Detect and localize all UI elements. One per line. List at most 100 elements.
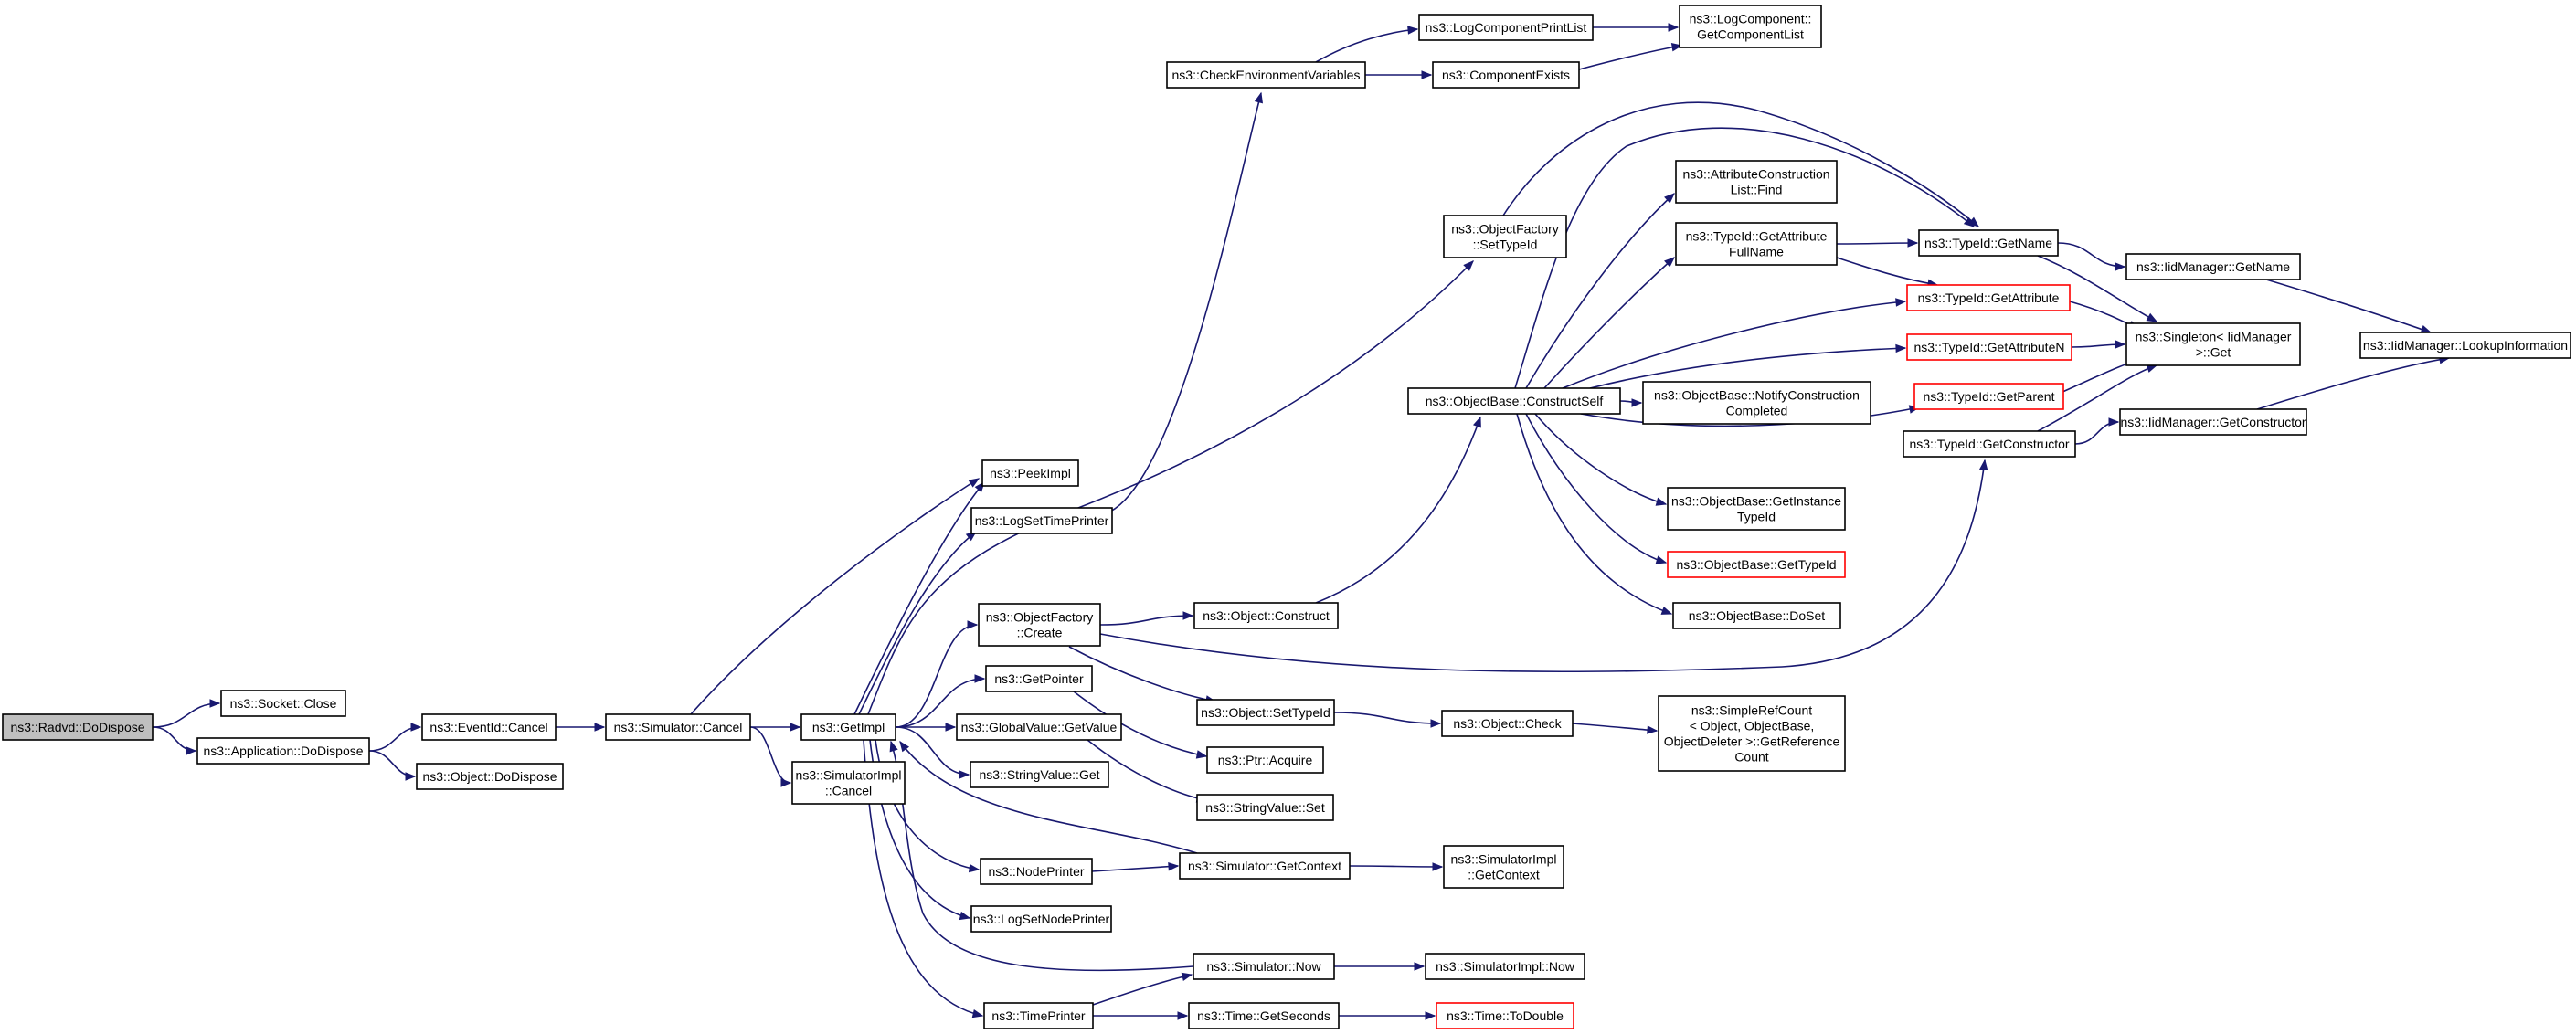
edge-line [1836, 257, 1938, 286]
arrowhead [1254, 91, 1264, 104]
node-objfactory-settypeid[interactable]: ns3::ObjectFactory::SetTypeId [1443, 215, 1567, 258]
node-iidmgr-lookupinfo[interactable]: ns3::IidManager::LookupInformation [2359, 332, 2571, 359]
node-iidmgr-getname[interactable]: ns3::IidManager::GetName [2125, 253, 2301, 280]
node-stringvalue-set[interactable]: ns3::StringValue::Set [1196, 794, 1334, 821]
node-typeid-getname[interactable]: ns3::TypeId::GetName [1918, 229, 2059, 257]
edge-line [368, 726, 421, 752]
node-sim-cancel[interactable]: ns3::Simulator::Cancel [605, 713, 751, 741]
node-object-settypeid[interactable]: ns3::Object::SetTypeId [1196, 699, 1335, 726]
edge-line [2037, 255, 2157, 322]
edge-line [1087, 739, 1207, 801]
node-app-dodispose[interactable]: ns3::Application::DoDispose [196, 737, 370, 765]
node-sim-getcontext[interactable]: ns3::Simulator::GetContext [1179, 852, 1351, 880]
arrowhead [1182, 611, 1194, 620]
node-box [1436, 1002, 1574, 1029]
edge-typeid-getname-to-iidmgr-getname [2057, 242, 2126, 271]
node-time-todouble[interactable]: ns3::Time::ToDouble [1436, 1002, 1574, 1029]
edge-objfactory-create-to-typeid-getconstructor [1099, 459, 1988, 673]
edge-line [2037, 364, 2157, 432]
node-object-dodispose[interactable]: ns3::Object::DoDispose [416, 763, 564, 790]
node-eventid-cancel[interactable]: ns3::EventId::Cancel [421, 713, 557, 741]
node-stringvalue-get[interactable]: ns3::StringValue::Get [970, 761, 1109, 788]
node-label: ns3::Application::DoDispose [203, 744, 363, 758]
edge-objbase-constructself-to-typeid-getattribute [1562, 298, 1907, 389]
edge-line [853, 481, 985, 715]
node-label: ns3::Simulator::Cancel [614, 720, 743, 734]
node-iidmgr-getconstructor[interactable]: ns3::IidManager::GetConstructor [2119, 408, 2307, 436]
node-singleton-get[interactable]: ns3::Singleton< IidManager >::Get [2125, 322, 2301, 366]
arrowhead [1895, 343, 1907, 353]
node-objfactory-create[interactable]: ns3::ObjectFactory::Create [978, 603, 1101, 647]
node-objbase-gettypeid[interactable]: ns3::ObjectBase::GetTypeId [1667, 551, 1846, 578]
node-simimpl-now[interactable]: ns3::SimulatorImpl::Now [1425, 953, 1585, 980]
node-label: Completed [1726, 404, 1788, 418]
node-label: ns3::ComponentExists [1442, 68, 1570, 82]
arrowhead [1407, 26, 1419, 35]
node-label: < Object, ObjectBase, [1690, 719, 1815, 733]
arrowhead [1631, 398, 1643, 407]
arrowhead [1463, 260, 1474, 271]
node-box [970, 905, 1112, 933]
node-logcompprintlist[interactable]: ns3::LogComponentPrintList [1418, 14, 1594, 41]
arrowhead [780, 778, 792, 787]
node-timeprinter[interactable]: ns3::TimePrinter [983, 1002, 1094, 1029]
node-box [980, 858, 1093, 885]
node-time-getseconds[interactable]: ns3::Time::GetSeconds [1188, 1002, 1340, 1029]
edge-line [1578, 45, 1682, 70]
node-logsettimeprinter[interactable]: ns3::LogSetTimePrinter [970, 507, 1113, 534]
node-objbase-constructself[interactable]: ns3::ObjectBase::ConstructSelf [1407, 387, 1621, 415]
node-box [220, 690, 346, 717]
node-object-check[interactable]: ns3::Object::Check [1441, 710, 1574, 737]
node-typeid-getparent[interactable]: ns3::TypeId::GetParent [1913, 383, 2064, 410]
arrowhead [2108, 417, 2120, 427]
node-typeid-getattributen[interactable]: ns3::TypeId::GetAttributeN [1906, 333, 2072, 361]
node-typeid-getconstructor[interactable]: ns3::TypeId::GetConstructor [1903, 430, 2076, 458]
node-label: ns3::ObjectBase::GetTypeId [1676, 557, 1836, 572]
node-nodeprinter[interactable]: ns3::NodePrinter [980, 858, 1093, 885]
node-sim-now[interactable]: ns3::Simulator::Now [1193, 953, 1335, 980]
node-socket-close[interactable]: ns3::Socket::Close [220, 690, 346, 717]
arrowhead [1421, 70, 1433, 79]
edge-line [368, 750, 416, 777]
node-label: ns3::ObjectBase::DoSet [1689, 608, 1826, 623]
node-box [1196, 699, 1335, 726]
node-globalvalue-getvalue[interactable]: ns3::GlobalValue::GetValue [956, 713, 1122, 741]
node-getpointer[interactable]: ns3::GetPointer [985, 665, 1093, 692]
arrowhead [968, 478, 981, 488]
edge-checkenv-to-componentexists [1365, 70, 1433, 79]
edge-logcompprintlist-to-logcomp-getlist [1593, 23, 1680, 32]
node-typeid-getattribute[interactable]: ns3::TypeId::GetAttribute [1906, 284, 2071, 311]
node-simplerefcount[interactable]: ns3::SimpleRefCount< Object, ObjectBase,… [1658, 695, 1846, 772]
node-getimpl[interactable]: ns3::GetImpl [800, 713, 896, 741]
arrowhead [971, 1009, 984, 1018]
node-simimpl-getcontext[interactable]: ns3::SimulatorImpl::GetContext [1443, 845, 1564, 889]
edge-objbase-constructself-to-objbase-getinstancetypeid [1534, 413, 1668, 506]
node-box [1667, 487, 1846, 531]
node-objbase-notifyconstr[interactable]: ns3::ObjectBase::NotifyConstructionCompl… [1642, 381, 1871, 425]
node-label: ns3::Socket::Close [230, 696, 337, 711]
edge-line [1068, 646, 1216, 702]
node-ptr-acquire[interactable]: ns3::Ptr::Acquire [1206, 746, 1324, 774]
node-checkenv[interactable]: ns3::CheckEnvironmentVariables [1166, 61, 1366, 89]
node-simimpl-cancel[interactable]: ns3::SimulatorImpl::Cancel [791, 761, 906, 805]
node-box [978, 603, 1101, 647]
edge-app-dodispose-to-object-dodispose [368, 750, 417, 781]
node-logsetnodeprinter[interactable]: ns3::LogSetNodePrinter [970, 905, 1112, 933]
node-objbase-doset[interactable]: ns3::ObjectBase::DoSet [1672, 602, 1841, 629]
node-label: ns3::Radvd::DoDispose [10, 720, 144, 734]
node-peekimpl[interactable]: ns3::PeekImpl [981, 459, 1079, 487]
edge-line [152, 702, 220, 728]
node-box [2125, 322, 2301, 366]
node-box [1903, 430, 2076, 458]
node-box [800, 713, 896, 741]
node-label: GetComponentList [1697, 27, 1804, 42]
node-label: ns3::TypeId::GetName [1924, 236, 2052, 250]
node-logcomp-getlist[interactable]: ns3::LogComponent::GetComponentList [1679, 5, 1822, 48]
node-box [1443, 845, 1564, 889]
node-componentexists[interactable]: ns3::ComponentExists [1432, 61, 1580, 89]
node-object-construct[interactable]: ns3::Object::Construct [1193, 602, 1339, 629]
edge-line [895, 726, 970, 776]
